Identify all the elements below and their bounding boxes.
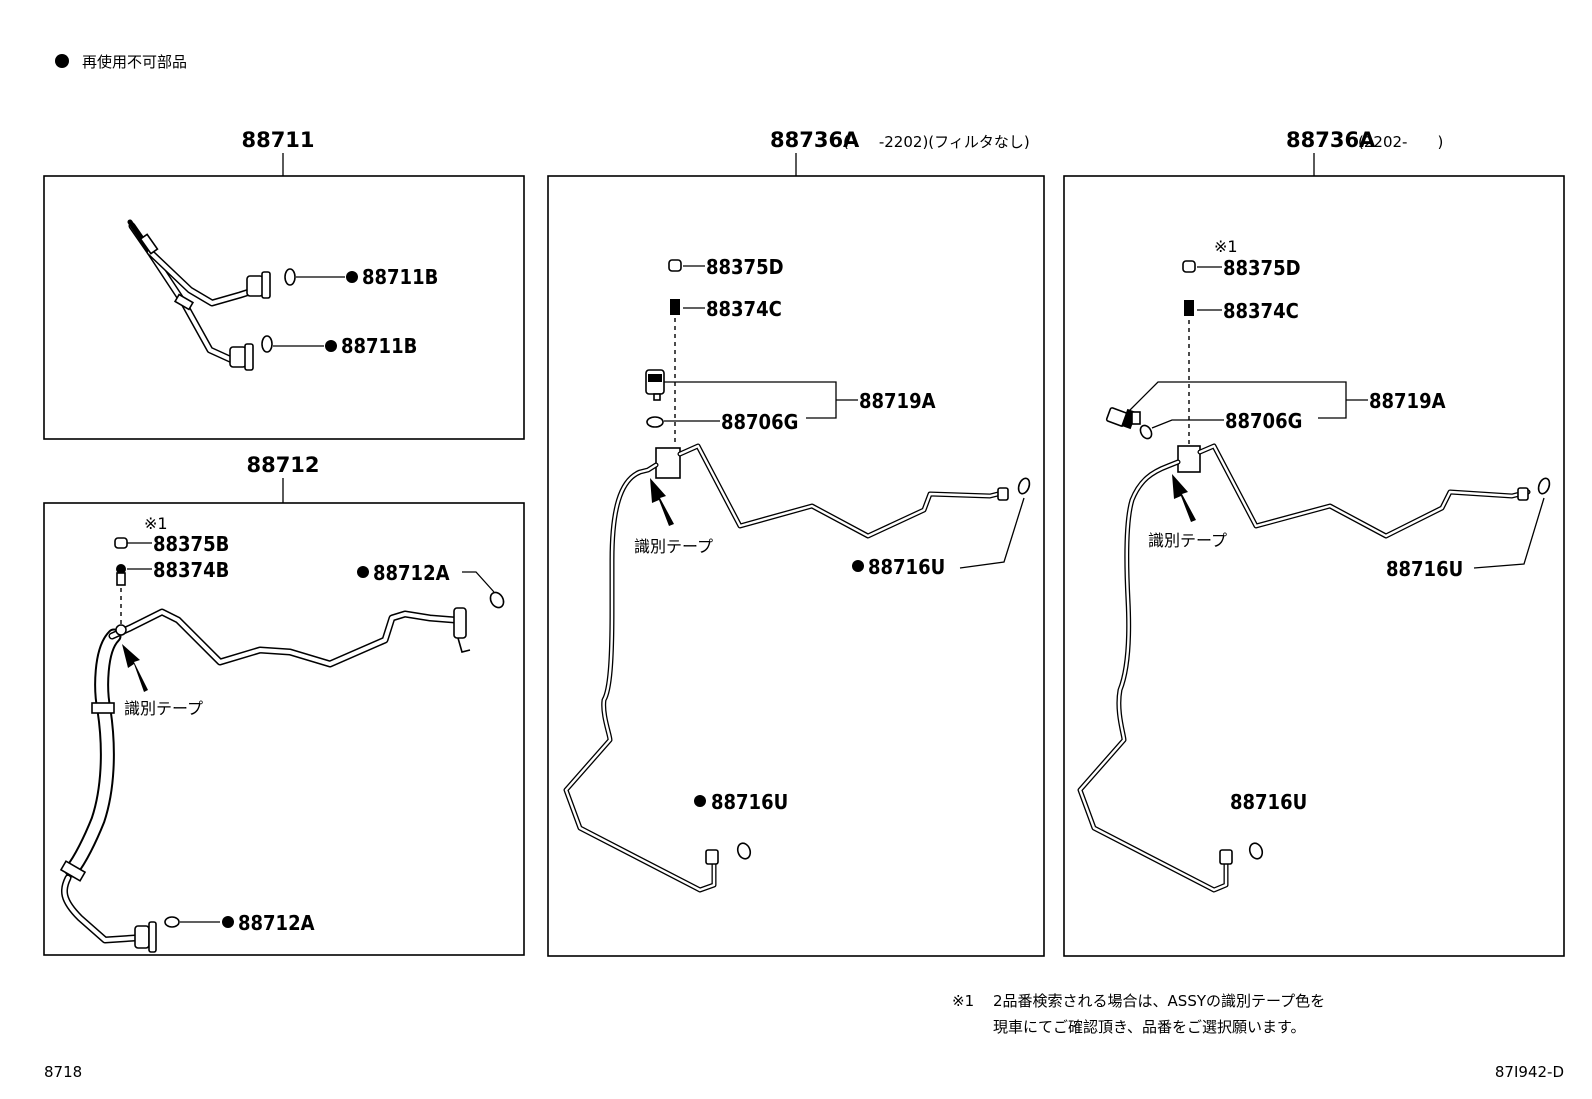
svg-text:88375D: 88375D [1223, 256, 1301, 280]
legend: 再使用不可部品 [55, 53, 187, 71]
svg-text:88719A: 88719A [1369, 389, 1446, 413]
panel-title-88712[interactable]: 88712 [246, 453, 319, 477]
svg-text:88712A: 88712A [373, 561, 450, 585]
non-reusable-bullet-icon [346, 271, 358, 283]
arrow-icon [122, 644, 148, 692]
svg-text:88374B: 88374B [153, 558, 229, 582]
panel-frame [43, 175, 525, 440]
legend-label: 再使用不可部品 [82, 53, 187, 71]
o-ring-88712a-bottom[interactable]: 88712A [164, 911, 315, 935]
o-ring-88716u-lower[interactable]: 88716U [694, 790, 788, 861]
svg-text:88716U: 88716U [868, 555, 945, 579]
panel-title-88736a-pre[interactable]: 88736A [770, 128, 860, 152]
pipe-assembly-88736a-post[interactable] [1077, 443, 1531, 893]
identification-tape-callout[interactable]: 識別テープ [634, 478, 713, 556]
panel-frame [547, 175, 1045, 957]
panel-frame [1063, 175, 1565, 957]
svg-text:88719A: 88719A [859, 389, 936, 413]
svg-text:88706G: 88706G [1225, 409, 1302, 433]
svg-text:2品番検索される場合は、ASSYの識別テープ色を: 2品番検索される場合は、ASSYの識別テープ色を [993, 992, 1325, 1010]
pipe-assembly-88712[interactable] [59, 607, 471, 953]
svg-text:88375B: 88375B [153, 532, 229, 556]
assy-88719a-bracket[interactable]: 88719A [664, 381, 936, 419]
svg-text:識別テープ: 識別テープ [634, 537, 713, 556]
svg-text:(2202- ): (2202- ) [1358, 133, 1443, 151]
svg-text:88374C: 88374C [706, 297, 782, 321]
panel-title-88711[interactable]: 88711 [241, 128, 314, 152]
svg-text:88716U: 88716U [1230, 790, 1307, 814]
page-code-left: 8718 [44, 1063, 82, 1081]
footnote: ※1 2品番検索される場合は、ASSYの識別テープ色を 現車にてご確認頂き、品番… [952, 992, 1325, 1036]
o-ring-88716u-lower[interactable]: 88716U [1230, 790, 1307, 861]
o-ring-88711b-lower[interactable]: 88711B [261, 334, 417, 358]
o-ring-88711b-upper[interactable]: 88711B [284, 265, 438, 289]
valve-core-88374b[interactable]: 88374B [116, 558, 229, 586]
figure-code-right: 87I942-D [1495, 1063, 1564, 1081]
pipe-assembly-88736a-pre[interactable] [563, 443, 1009, 893]
pressure-switch[interactable] [645, 369, 665, 401]
valve-cap-88375d[interactable]: 88375D [668, 255, 784, 279]
o-ring-88716u-upper[interactable]: 88716U [852, 477, 1031, 579]
svg-text:88375D: 88375D [706, 255, 784, 279]
panel-frame [43, 502, 525, 956]
arrow-icon [650, 478, 674, 526]
panel-title-88736a-post[interactable]: 88736A [1286, 128, 1376, 152]
valve-core-88374c[interactable]: 88374C [670, 297, 782, 321]
svg-text:識別テープ: 識別テープ [1148, 531, 1227, 550]
non-reusable-bullet-icon [357, 566, 369, 578]
svg-text:88716U: 88716U [1386, 557, 1463, 581]
svg-text:※1: ※1 [144, 514, 168, 533]
non-reusable-bullet-icon [694, 795, 706, 807]
valve-cap-88375d[interactable]: 88375D [1182, 256, 1301, 280]
non-reusable-bullet-icon [852, 560, 864, 572]
svg-text:88706G: 88706G [721, 410, 798, 434]
svg-text:※1: ※1 [1214, 237, 1238, 256]
svg-text:88711B: 88711B [341, 334, 417, 358]
svg-text:現車にてご確認頂き、品番をご選択願います。: 現車にてご確認頂き、品番をご選択願います。 [993, 1018, 1305, 1036]
arrow-icon [1172, 474, 1196, 522]
assy-88719a-bracket[interactable]: 88719A [1125, 381, 1446, 419]
non-reusable-bullet-icon [325, 340, 337, 352]
identification-tape-callout[interactable]: 識別テープ [122, 644, 203, 718]
panel-88736a-pre-2202: 88736A ( -2202)(フィルタなし) 88375D 88374C 88… [547, 128, 1045, 957]
valve-core-88374c[interactable]: 88374C [1184, 299, 1299, 323]
panel-88736a-post-2202: 88736A (2202- ) ※1 88375D 88374C 88706G [1063, 128, 1565, 957]
svg-text:88716U: 88716U [711, 790, 788, 814]
pipe-assembly-88711[interactable] [127, 219, 271, 371]
o-ring-88716u-upper[interactable]: 88716U [1386, 477, 1551, 581]
washer-88706g[interactable]: 88706G [646, 410, 798, 434]
svg-text:※1: ※1 [952, 992, 974, 1010]
panel-88711: 88711 88711B 88711B [43, 128, 525, 440]
non-reusable-bullet-icon [55, 54, 69, 68]
svg-text:( -2202)(フィルタなし): ( -2202)(フィルタなし) [843, 133, 1030, 151]
non-reusable-bullet-icon [222, 916, 234, 928]
valve-cap-88375b[interactable]: 88375B [114, 532, 229, 556]
svg-text:88712A: 88712A [238, 911, 315, 935]
o-ring-88712a-top[interactable]: 88712A [357, 561, 506, 610]
svg-text:88374C: 88374C [1223, 299, 1299, 323]
pressure-switch[interactable] [1105, 407, 1141, 430]
identification-tape-callout[interactable]: 識別テープ [1148, 474, 1227, 550]
svg-text:識別テープ: 識別テープ [124, 699, 203, 718]
panel-88712: 88712 ※1 88375B 88374B [43, 453, 525, 956]
washer-88706g[interactable]: 88706G [1138, 409, 1302, 441]
svg-text:88711B: 88711B [362, 265, 438, 289]
